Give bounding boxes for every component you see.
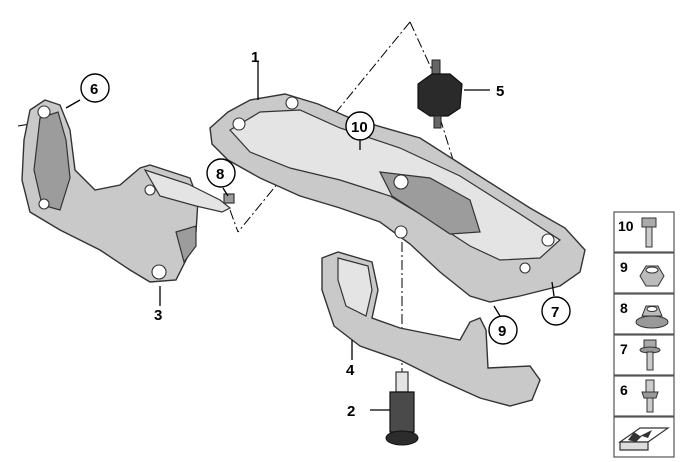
crossmember-lower-hole — [394, 225, 408, 239]
legend-label-9: 9 — [620, 259, 628, 275]
centerline-mount-top — [409, 21, 433, 71]
nut-part-8 — [223, 193, 235, 204]
leader-9 — [493, 305, 501, 317]
mount-stud-bottom — [433, 115, 442, 129]
callout-2: 2 — [347, 403, 355, 420]
bracket-rubber — [175, 225, 197, 264]
nut-8-shape — [223, 193, 235, 204]
legend-label-7: 7 — [620, 341, 628, 357]
pin-shaft — [389, 391, 415, 433]
parts-legend: 10 9 8 7 6 — [613, 211, 675, 458]
callout-10: 10 — [351, 119, 368, 136]
callout-4: 4 — [346, 362, 355, 379]
hex-nut-icon — [639, 265, 665, 287]
stud-bolt-icon — [641, 379, 659, 413]
bracket-hole-mid — [144, 184, 156, 196]
callout-7-ring — [541, 296, 571, 326]
bracket-part-3 — [21, 99, 232, 283]
flange-nut-icon — [635, 305, 669, 329]
leader-7 — [551, 281, 555, 297]
pin-tip — [395, 371, 409, 393]
bracket-arm — [143, 168, 232, 213]
leader-8 — [222, 187, 229, 197]
crossmember-hole-1 — [232, 117, 246, 131]
callout-6: 6 — [90, 81, 98, 98]
flange-bolt-icon — [639, 339, 661, 371]
legend-label-8: 8 — [620, 300, 628, 316]
legend-label-10: 10 — [618, 218, 634, 234]
callout-1: 1 — [251, 49, 259, 66]
crossmember-hole-2 — [285, 96, 299, 110]
legend-label-6: 6 — [620, 382, 628, 398]
callout-3: 3 — [154, 307, 162, 324]
bracket-hole-top — [37, 105, 51, 119]
callout-8: 8 — [216, 166, 224, 183]
rubber-mount-part-5 — [417, 59, 463, 129]
lower-plate-part-4 — [321, 251, 541, 407]
leader-lines — [65, 62, 555, 411]
crossmember-hole-right — [541, 233, 555, 247]
pin-part-2 — [385, 371, 419, 446]
callout-6-ring — [80, 73, 110, 103]
crossmember-center-hole — [393, 174, 409, 190]
lower-plate-face — [337, 257, 373, 317]
crossmember-hole-right-2 — [519, 262, 531, 274]
pin-base — [385, 430, 419, 446]
bracket-hole-left — [38, 198, 50, 210]
callouts: 1 2 3 4 5 6 7 8 9 10 — [80, 49, 571, 420]
lower-plate-body — [321, 251, 541, 407]
callout-10-ring — [345, 111, 375, 141]
centerline-nut8 — [229, 209, 239, 233]
leader-6 — [65, 99, 81, 109]
bracket-hole-bottom — [151, 264, 167, 280]
bracket-rib — [33, 111, 71, 211]
callout-8-ring — [206, 158, 236, 188]
callout-7: 7 — [551, 304, 559, 321]
arrow-plate-icon — [618, 427, 670, 451]
callout-9: 9 — [498, 323, 506, 340]
bolt-icon — [641, 217, 657, 248]
crossmember-part-1 — [209, 93, 586, 303]
callout-9-ring — [488, 315, 518, 345]
mount-rubber-body — [417, 73, 463, 117]
callout-5: 5 — [496, 83, 504, 100]
